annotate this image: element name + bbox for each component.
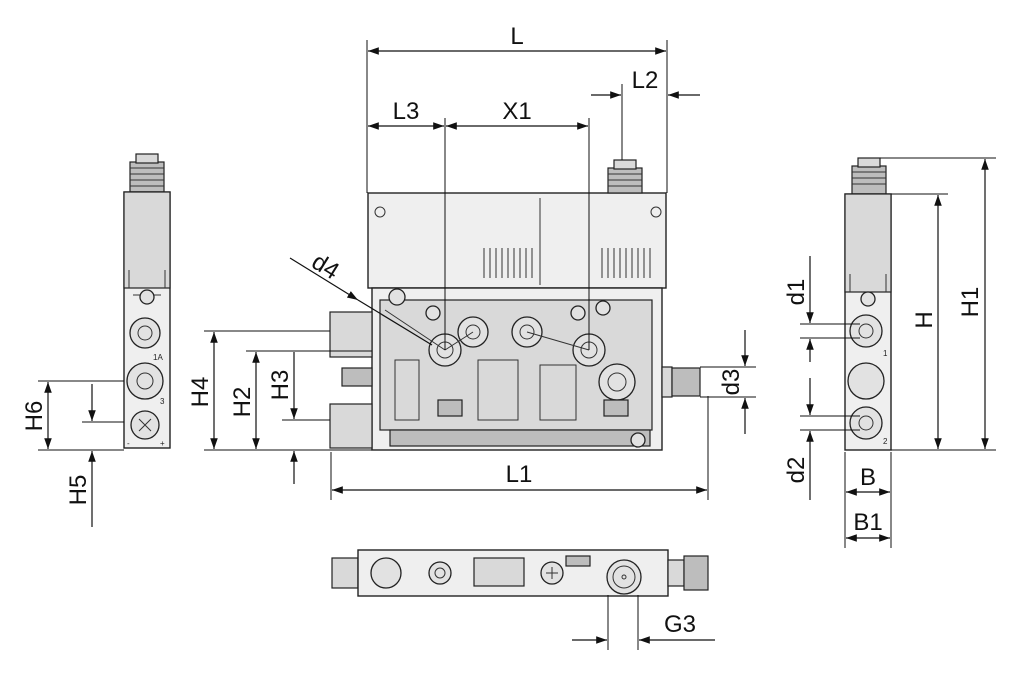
port-mark-2: 2 xyxy=(883,437,888,446)
port-mark-1a: 1A xyxy=(153,353,163,362)
dim-label-g3: G3 xyxy=(664,611,696,638)
dim-label-h1: H1 xyxy=(957,287,984,318)
dim-label-h4: H4 xyxy=(187,377,214,408)
left-side-view: 1A 3 - + H6 H5 xyxy=(21,153,171,527)
dim-label-b: B xyxy=(860,464,876,491)
dim-label-h2: H2 xyxy=(229,387,256,418)
dim-label-l2: L2 xyxy=(632,67,659,94)
port-mark-plus: + xyxy=(160,439,165,448)
dim-label-d2: d2 xyxy=(783,457,810,484)
front-view: L L2 L3 X1 d4 H4 H2 H3 L1 xyxy=(187,23,756,500)
dim-label-l: L xyxy=(510,23,523,50)
dim-label-l3: L3 xyxy=(393,98,420,125)
dim-label-d4: d4 xyxy=(307,248,344,285)
dim-label-d1: d1 xyxy=(783,279,810,306)
dim-label-h: H xyxy=(911,311,938,328)
top-view: G3 xyxy=(331,549,715,650)
port-mark-3: 3 xyxy=(160,397,165,406)
port-mark-1: 1 xyxy=(883,349,888,358)
port-mark-minus: - xyxy=(127,439,130,448)
dim-label-d3: d3 xyxy=(718,369,745,396)
dim-label-x1: X1 xyxy=(502,98,531,125)
right-side-view: 1 2 H H1 d1 d2 B B1 xyxy=(783,157,996,548)
dim-label-b1: B1 xyxy=(853,509,882,536)
dim-label-h6: H6 xyxy=(21,401,48,432)
dim-label-l1: L1 xyxy=(506,461,533,488)
dim-label-h5: H5 xyxy=(65,475,92,506)
dim-label-h3: H3 xyxy=(267,370,294,401)
